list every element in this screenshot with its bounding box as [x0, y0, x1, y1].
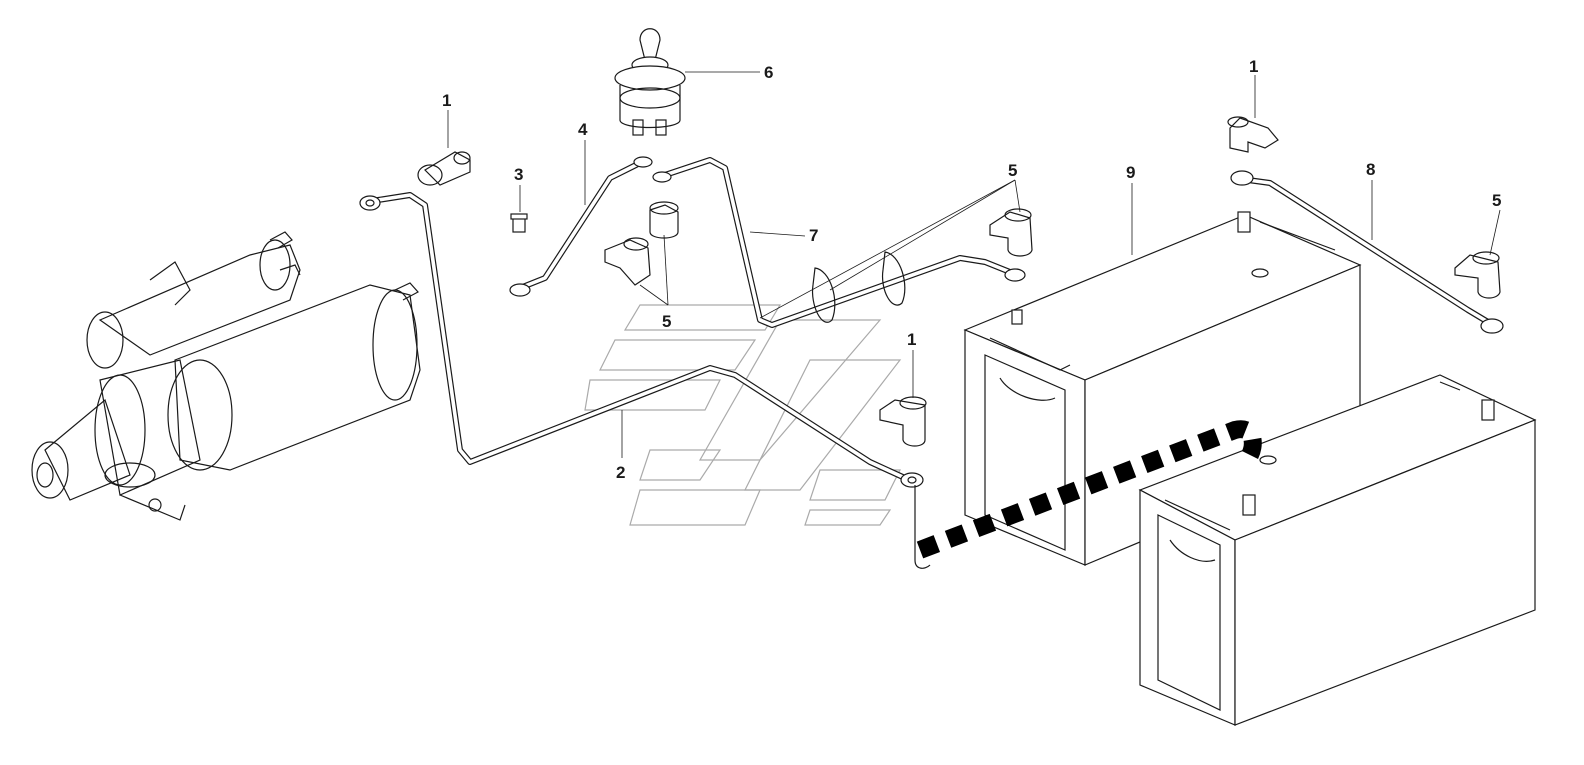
callout-3: 3	[514, 165, 523, 184]
callout-2: 2	[616, 463, 625, 482]
terminal-cap-top-right	[1227, 116, 1279, 153]
leader-lines	[447, 71, 1501, 458]
bolt-3	[510, 213, 528, 233]
callout-8: 8	[1366, 160, 1375, 179]
cable-8	[1230, 170, 1504, 334]
callout-5-top: 5	[1008, 161, 1017, 180]
cable-2	[359, 192, 924, 488]
callout-5-bottom: 5	[662, 312, 671, 331]
battery-front	[1138, 374, 1537, 726]
callout-7: 7	[809, 226, 818, 245]
cable-4	[509, 156, 653, 297]
callout-1-top-right: 1	[1249, 57, 1258, 76]
starter-motor	[31, 231, 421, 521]
terminal-caps-switch	[604, 201, 679, 286]
watermark-logo	[584, 304, 902, 526]
terminal-cap-top-left	[417, 151, 471, 186]
cable-7	[652, 157, 1026, 328]
battery-switch	[614, 28, 686, 136]
jumper-cable-dashed	[914, 420, 1262, 569]
terminal-cap-battery-left	[989, 208, 1033, 257]
callout-4: 4	[578, 120, 588, 139]
callout-9: 9	[1126, 163, 1135, 182]
callout-6: 6	[764, 63, 773, 82]
callout-5-right: 5	[1492, 191, 1501, 210]
cable-clamps	[811, 251, 906, 323]
callout-1-top-left: 1	[442, 91, 451, 110]
terminal-cap-middle	[879, 396, 927, 447]
terminal-cap-battery-right	[1454, 251, 1501, 299]
callout-1-middle: 1	[907, 330, 916, 349]
